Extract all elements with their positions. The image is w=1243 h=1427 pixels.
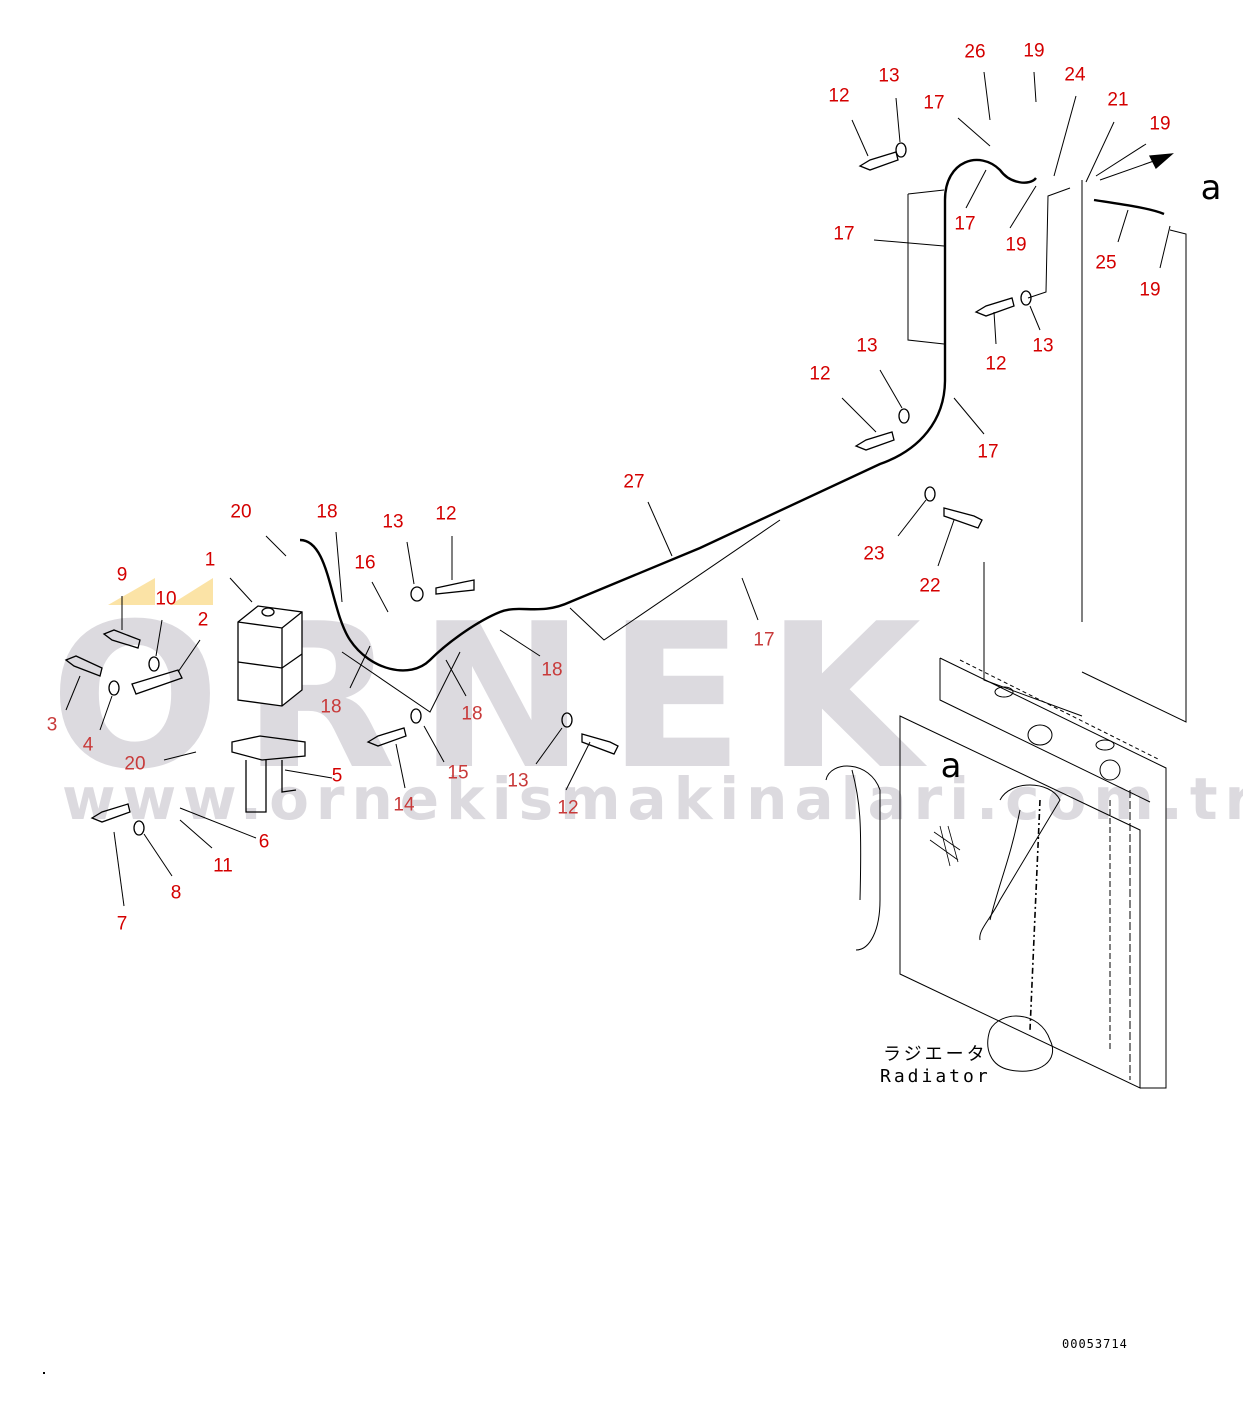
plate-icon [131,669,183,695]
radiator-assembly-icon [825,657,1167,1089]
callout-7[interactable]: 7 [116,913,128,935]
callout-18[interactable]: 18 [541,659,563,681]
callout-18[interactable]: 18 [320,696,342,718]
callout-3[interactable]: 3 [46,714,58,736]
callout-12[interactable]: 12 [985,353,1007,375]
callout-15[interactable]: 15 [447,762,469,784]
callout-19[interactable]: 19 [1149,113,1171,135]
callout-4[interactable]: 4 [82,734,94,756]
callout-17[interactable]: 17 [923,92,945,114]
callout-8[interactable]: 8 [170,882,182,904]
callout-13[interactable]: 13 [878,65,900,87]
tank-bracket-icon [231,735,306,813]
washer-icons [108,142,1032,836]
callout-17[interactable]: 17 [977,441,999,463]
bolt-icons [64,151,1015,823]
callout-20[interactable]: 20 [124,753,146,775]
callout-12[interactable]: 12 [435,503,457,525]
callout-14[interactable]: 14 [393,794,415,816]
callout-1[interactable]: 1 [204,549,216,571]
callout-13[interactable]: 13 [382,511,404,533]
callout-24[interactable]: 24 [1064,64,1086,86]
callout-21[interactable]: 21 [1107,89,1129,111]
callout-26[interactable]: 26 [964,41,986,63]
watermark-url: www.ornekismakinalari.com.tr [62,765,1243,833]
drawing-number: 00053714 [1062,1337,1128,1351]
callout-12[interactable]: 12 [557,797,579,819]
callout-19[interactable]: 19 [1005,234,1027,256]
watermark-brand: ORNEK [50,581,944,814]
callout-16[interactable]: 16 [354,552,376,574]
callout-18[interactable]: 18 [316,501,338,523]
callout-11[interactable]: 11 [213,855,233,877]
callout-20[interactable]: 20 [230,501,252,523]
callout-13[interactable]: 13 [507,770,529,792]
overflow-hose-icon [299,158,1165,672]
callout-19[interactable]: 19 [1023,40,1045,62]
stray-dot [43,1372,45,1374]
reference-marker-a-radiator: a [940,746,962,786]
callout-17[interactable]: 17 [954,213,976,235]
reservoir-tank-icon [237,605,303,707]
callout-12[interactable]: 12 [809,363,831,385]
callout-9[interactable]: 9 [116,564,128,586]
callout-13[interactable]: 13 [1032,335,1054,357]
callout-17[interactable]: 17 [833,223,855,245]
reference-marker-a-top: a [1200,168,1222,208]
callout-2[interactable]: 2 [197,609,209,631]
radiator-label: ラジエータ Radiator [880,1044,991,1087]
callout-23[interactable]: 23 [863,543,885,565]
callout-17[interactable]: 17 [753,629,775,651]
radiator-label-english: Radiator [880,1065,991,1087]
callout-18[interactable]: 18 [461,703,483,725]
callout-10[interactable]: 10 [155,588,177,610]
callout-5[interactable]: 5 [331,765,343,787]
callout-25[interactable]: 25 [1095,252,1117,274]
callout-12[interactable]: 12 [828,85,850,107]
callout-13[interactable]: 13 [856,335,878,357]
radiator-label-japanese: ラジエータ [883,1044,988,1065]
callout-6[interactable]: 6 [258,831,270,853]
callout-27[interactable]: 27 [623,471,645,493]
callout-19[interactable]: 19 [1139,279,1161,301]
callout-22[interactable]: 22 [919,575,941,597]
